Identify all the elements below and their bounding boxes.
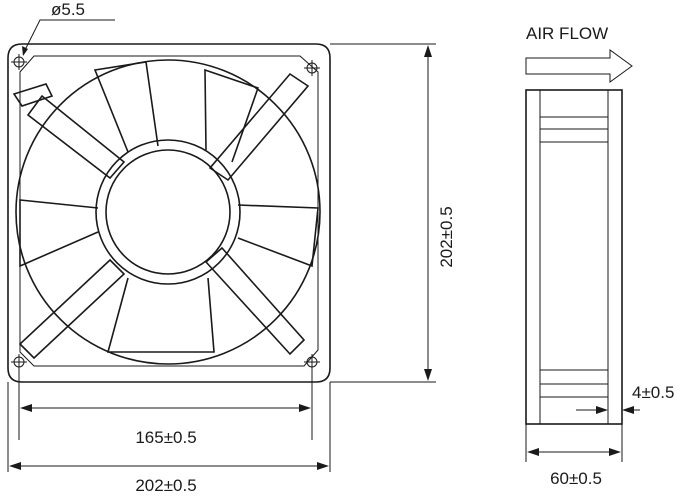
depth-dimension: 60±0.5 (525, 424, 623, 488)
fan-blade (106, 277, 215, 353)
fan-blade (93, 61, 159, 153)
airflow-arrow-icon (525, 49, 633, 83)
mounting-hole (11, 54, 27, 70)
strut (18, 258, 126, 360)
fan-blades (19, 61, 319, 353)
mounting-spacing-dimension: 165±0.5 (18, 370, 313, 447)
side-frame (525, 89, 623, 425)
mounting-spacing-label: 165±0.5 (135, 428, 196, 447)
airflow-label: AIR FLOW (526, 24, 608, 43)
fan-blade (237, 204, 319, 268)
frame-outline (7, 43, 331, 383)
frame-width-label: 202±0.5 (135, 476, 196, 495)
front-view (7, 43, 331, 383)
hub-outer (95, 139, 241, 285)
hole-diameter-callout: ø5.5 (22, 0, 115, 56)
support-struts (12, 72, 310, 360)
hole-diameter-label: ø5.5 (51, 0, 85, 19)
fan-blade (204, 68, 260, 163)
mounting-hole (11, 354, 27, 370)
frame-height-label: 202±0.5 (437, 206, 456, 267)
strut (204, 246, 306, 356)
mounting-hole (304, 354, 320, 370)
height-dimension: 202±0.5 (330, 43, 456, 383)
flange-dimension: 4±0.5 (576, 383, 674, 414)
mounting-holes (11, 54, 320, 370)
flange-thickness-label: 4±0.5 (632, 383, 674, 402)
side-view: AIR FLOW (525, 24, 633, 425)
cable-clip (12, 83, 54, 107)
strut (208, 72, 310, 182)
width-dimension: 202±0.5 (7, 382, 331, 495)
fan-blade (19, 199, 99, 268)
frame-inner-outline (19, 55, 319, 367)
venturi-ring (15, 59, 321, 365)
hub-inner (105, 149, 231, 275)
strut (26, 94, 126, 180)
side-depth-label: 60±0.5 (550, 469, 602, 488)
mounting-hole (304, 60, 320, 76)
